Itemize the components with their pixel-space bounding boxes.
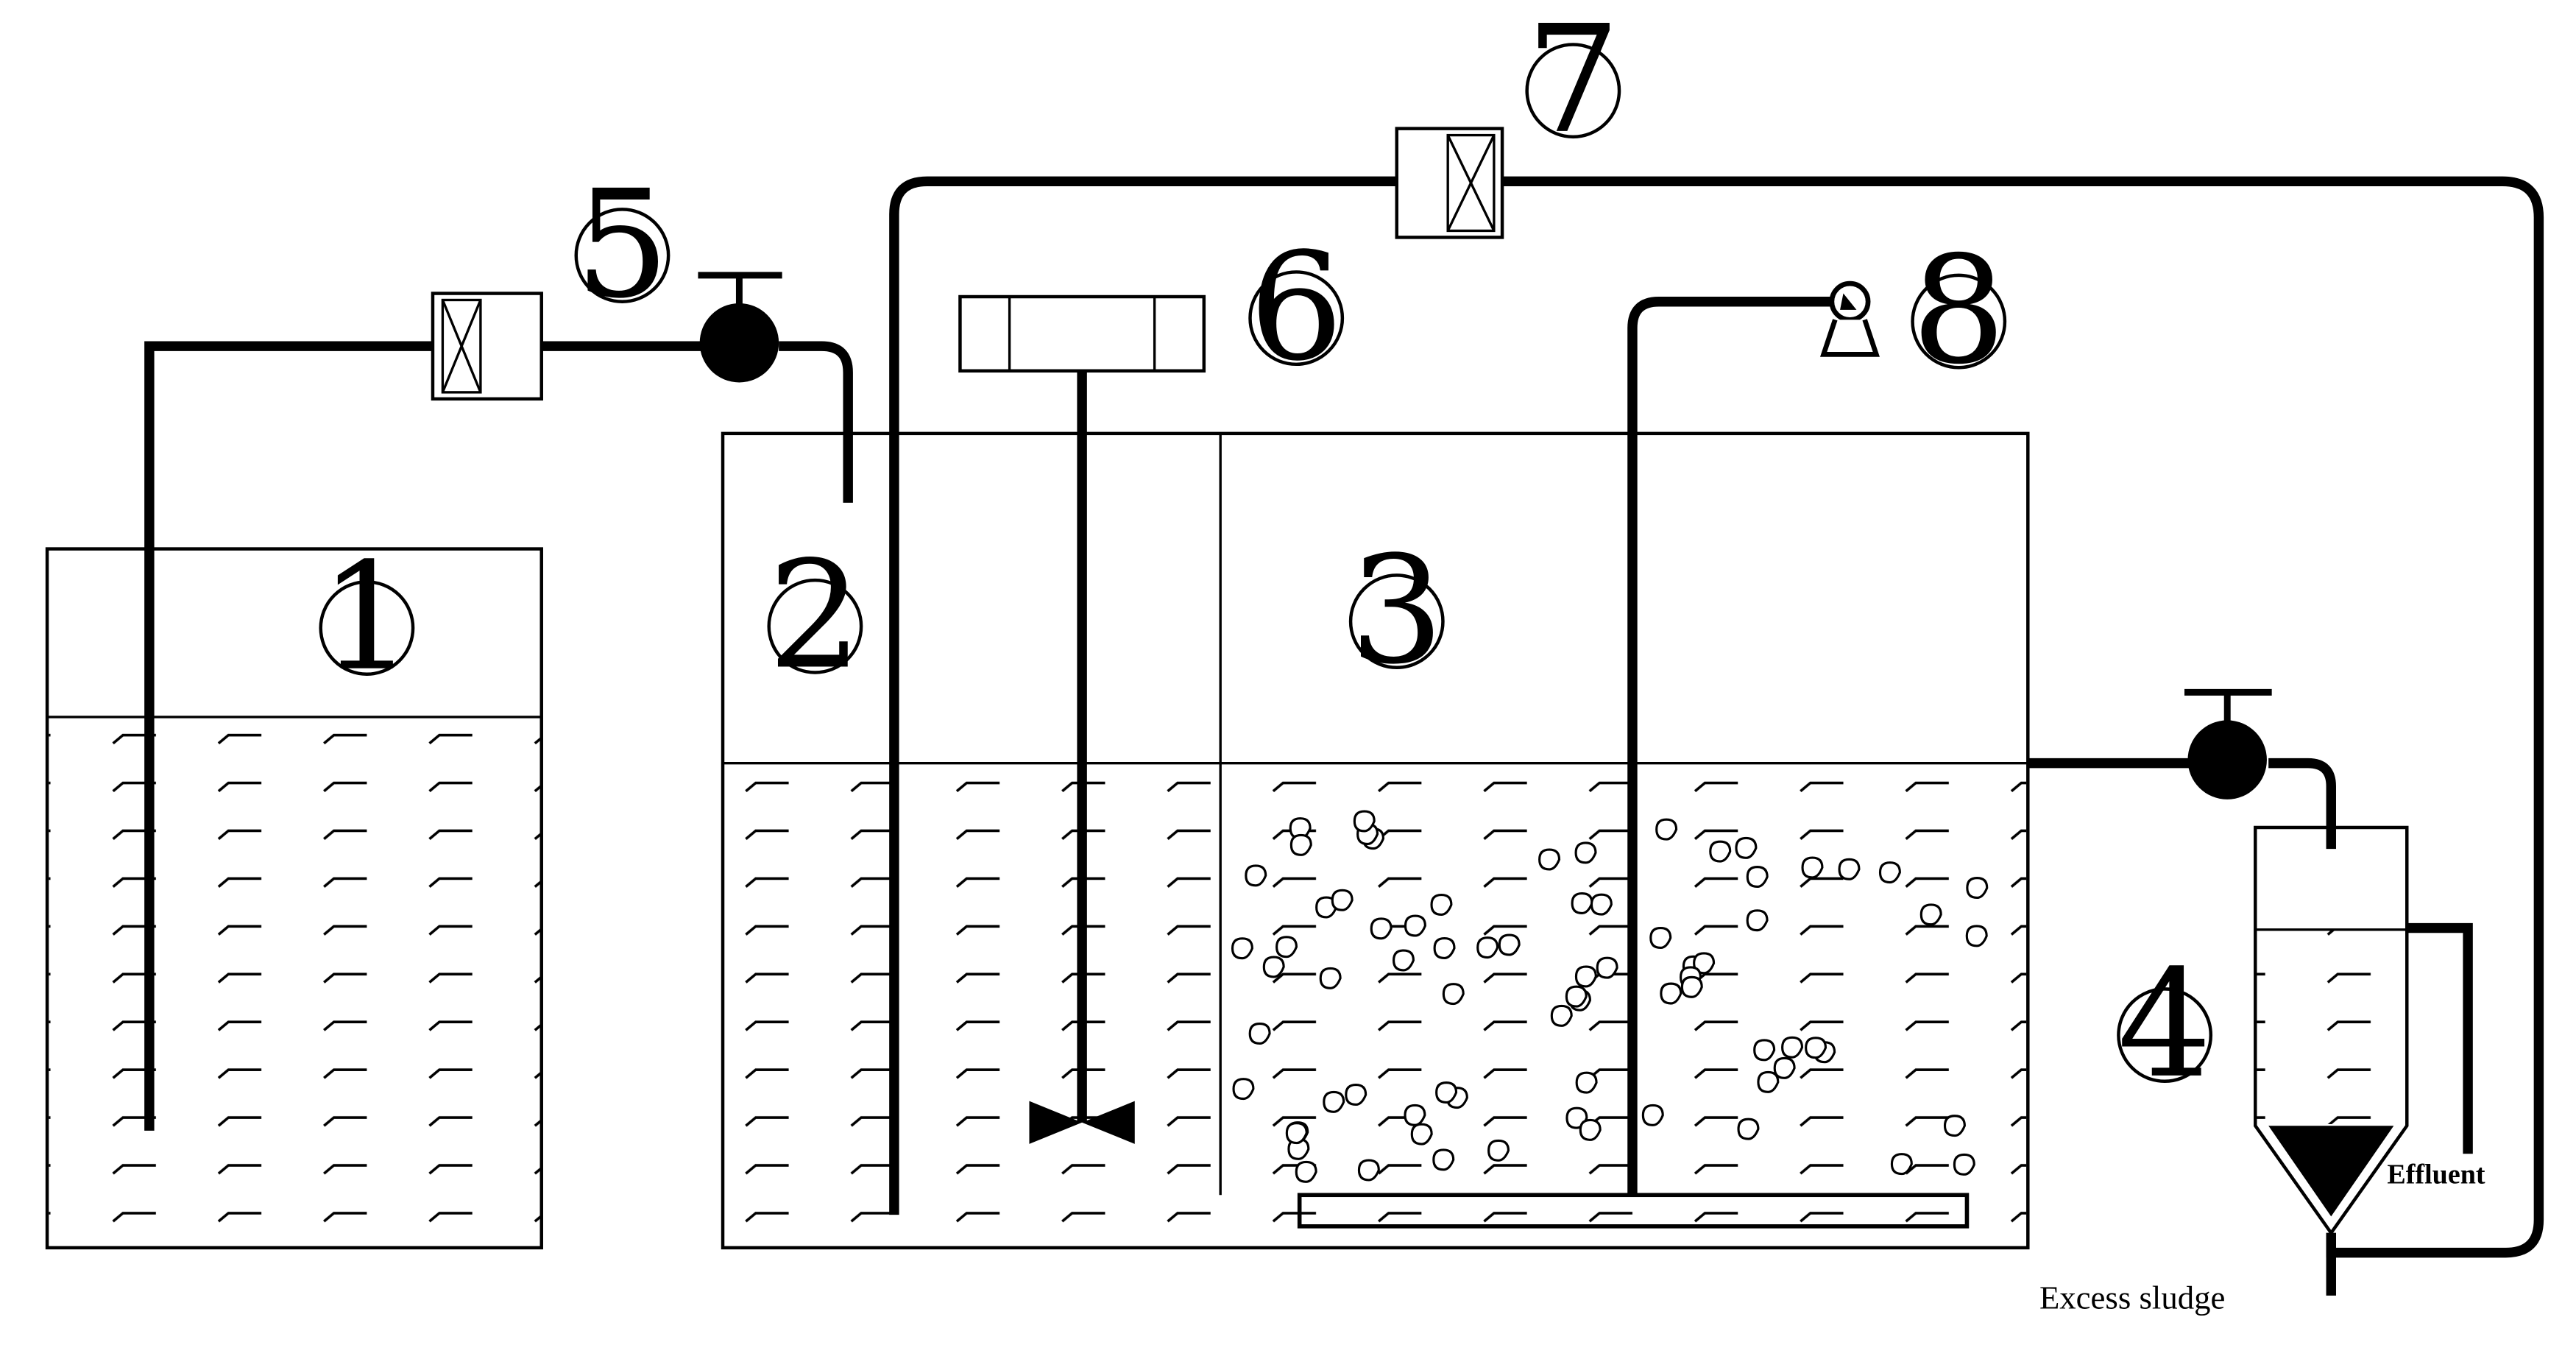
svg-text:4: 4 [2117,938,2212,1111]
bubble [1655,818,1678,841]
bubble [1878,861,1901,884]
marker-2: 2 [767,529,863,702]
bubble [1574,965,1597,988]
svg-text:3: 3 [1350,524,1444,697]
bubble [1231,937,1253,960]
bubble [1805,1037,1827,1059]
bubble [1757,1070,1780,1093]
bubble [1476,936,1499,959]
feed-pipe [144,341,433,1131]
outflow-valve-icon [2184,688,2272,799]
bubble [1709,840,1732,863]
recycle-flowmeter-icon [1395,127,1504,239]
bubble [1248,1023,1271,1045]
flowmeter-icon [431,292,543,401]
bubble [1410,1123,1433,1145]
settler-inlet-pipe [2268,758,2336,850]
bubble [1232,1078,1255,1101]
air-pipe [1627,297,1830,1196]
bubble [1641,1104,1664,1126]
effluent-pipe [2407,922,2473,1154]
svg-text:6: 6 [1249,221,1343,394]
svg-text:2: 2 [768,529,862,702]
bubble [1890,1153,1913,1176]
bubble [1370,917,1393,940]
stirrer-motor [958,294,1206,373]
bubble [1649,927,1672,950]
air-bubbles [1231,810,1989,1183]
bubble [1746,866,1769,889]
bubble [1550,1004,1573,1027]
bubble [1575,1071,1598,1094]
bubble [1245,864,1267,887]
bubble [1353,810,1376,833]
bubble [1943,1115,1966,1137]
sludge-recycle-pipe [1502,176,2544,1258]
bubble [1590,893,1613,916]
bubble [1781,1036,1804,1059]
bubble [1430,893,1453,916]
bubble [1295,1160,1317,1183]
bubble [1357,1159,1380,1182]
bubble [1404,1104,1426,1126]
pump-icon [1820,280,1880,357]
bubble [1275,936,1298,959]
bubble [1285,1122,1308,1145]
svg-text:7: 7 [1526,0,1620,166]
effluent-label: Effluent [2387,1159,2485,1190]
bubble [1433,937,1456,960]
bubble [1953,1153,1975,1176]
bubble [1323,1090,1345,1113]
bubble [1596,956,1618,979]
marker-4: 4 [2117,938,2213,1111]
bubble [1345,1084,1367,1106]
bubble [1966,877,1989,900]
marker-6: 6 [1248,221,1345,394]
valve-icon [698,272,782,383]
bubble [1965,925,1988,947]
bubble [1404,914,1426,937]
bubble [1393,949,1415,972]
bubble [1565,985,1588,1008]
settling-tank [2254,825,2409,1236]
svg-text:5: 5 [575,158,669,331]
recycle-return-pipe [889,176,1397,1215]
bubble [1538,848,1561,871]
bubble [1289,833,1312,856]
bubble [1432,1148,1455,1171]
bubble [1919,903,1942,926]
bubble [1737,1118,1760,1140]
bubble [1735,836,1758,859]
bubble [1773,1056,1796,1079]
feed-tank [45,547,543,1250]
bubble [1498,933,1521,956]
marker-5: 5 [574,158,670,331]
bubble [1262,956,1285,978]
bubble [1660,982,1682,1005]
svg-text:1: 1 [319,531,414,704]
bubble [1574,841,1597,864]
bubble [1753,1039,1776,1062]
marker-7: 7 [1525,0,1621,166]
bubble [1571,892,1593,914]
svg-text:8: 8 [1911,224,2006,397]
bubble [1801,856,1824,879]
bubble [1487,1139,1510,1162]
bubble [1680,975,1703,998]
marker-3: 3 [1348,524,1445,697]
marker-1: 1 [319,531,415,704]
bubble [1331,889,1354,911]
stirrer-icon [1029,1101,1135,1144]
bubble [1838,858,1861,880]
bubble [1435,1081,1458,1104]
feed-outlet-pipe [779,341,853,503]
bubble [1579,1118,1602,1141]
bubble [1319,967,1342,989]
bubble [1746,909,1769,932]
marker-8: 8 [1911,224,2007,397]
bubble [1442,983,1465,1006]
sludge-layer [2268,1126,2394,1217]
excess-sludge-label: Excess sludge [2039,1279,2225,1316]
